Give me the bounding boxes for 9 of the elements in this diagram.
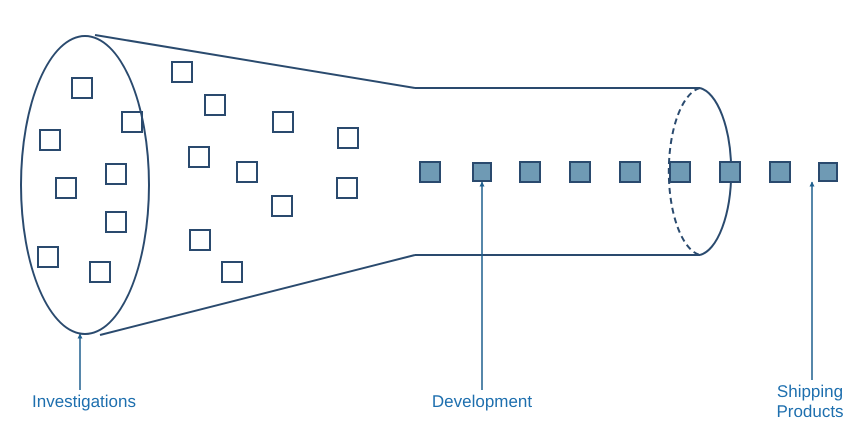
leader-arrow	[810, 182, 814, 380]
stage-label: Shipping Products	[764, 382, 856, 422]
project-square	[472, 162, 492, 182]
leader-arrow	[78, 334, 82, 390]
stage-label: Investigations	[14, 392, 154, 412]
stage-label: Development	[414, 392, 550, 412]
leader-arrow	[480, 182, 484, 390]
project-square	[818, 162, 838, 182]
funnel-opening	[20, 35, 150, 335]
